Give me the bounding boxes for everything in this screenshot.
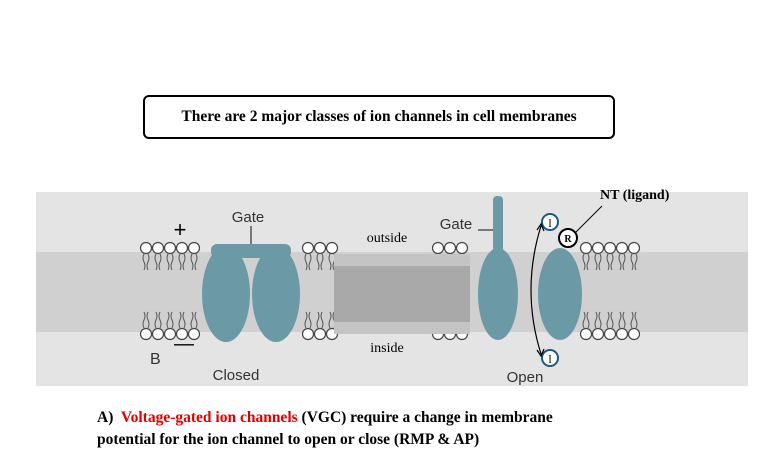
svg-text:Gate: Gate	[440, 216, 473, 233]
svg-text:—: —	[174, 333, 194, 355]
list-marker: A)	[97, 409, 121, 426]
svg-text:+: +	[174, 217, 187, 242]
svg-text:B: B	[150, 351, 161, 368]
description-line-1-rest: (VGC) require a change in membrane	[297, 409, 553, 426]
ion-channel-diagram: l l R Gate Gate outside inside + — B Clo…	[36, 192, 748, 386]
svg-text:Gate: Gate	[232, 209, 265, 226]
arrow-curve	[530, 225, 542, 355]
description-line-2: potential for the ion channel to open or…	[97, 431, 480, 448]
svg-text:l: l	[548, 216, 552, 230]
svg-text:inside: inside	[370, 341, 403, 356]
ligand-pointer-line	[575, 205, 603, 233]
svg-text:outside: outside	[367, 231, 407, 246]
nt-ligand-label: NT (ligand)	[600, 188, 670, 203]
ligand-top-icon	[541, 213, 559, 231]
arrowhead-top-icon	[536, 222, 545, 232]
closed-channel	[202, 226, 300, 342]
receptor-icon	[558, 228, 578, 248]
slide-title: There are 2 major classes of ion channel…	[143, 95, 615, 139]
highlight-term: Voltage-gated ion channels	[120, 409, 298, 426]
arrowhead-bottom-icon	[536, 348, 545, 358]
gate-stalk	[493, 196, 503, 254]
description-line-1: A) Voltage-gated ion channels (VGC) requ…	[97, 407, 777, 429]
open-pore	[334, 266, 470, 322]
gate-lid	[211, 244, 291, 258]
svg-text:Open: Open	[507, 369, 544, 386]
voltage-gated-description: A) Voltage-gated ion channels (VGC) requ…	[97, 407, 777, 451]
ligand-bottom-icon	[541, 349, 559, 367]
open-channel	[478, 196, 582, 340]
svg-text:R: R	[564, 234, 572, 245]
svg-text:l: l	[548, 352, 552, 366]
svg-text:Closed: Closed	[213, 367, 260, 384]
